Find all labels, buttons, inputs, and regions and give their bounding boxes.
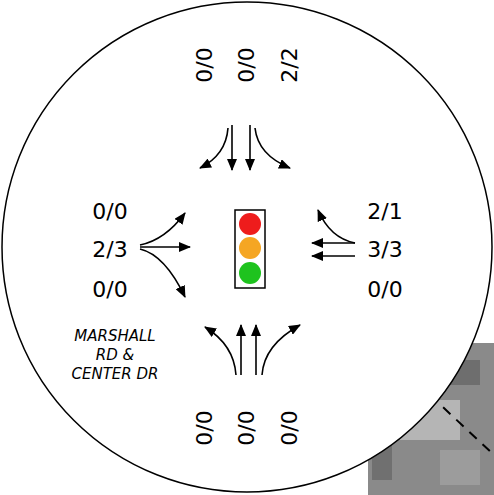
traffic-signal — [235, 210, 265, 288]
approach-count: 0/0 — [279, 410, 301, 445]
approach-count: 2/2 — [279, 47, 301, 82]
movement-arrows — [140, 125, 355, 375]
intersection-name: MARSHALL RD & CENTER DR — [69, 327, 161, 383]
approach-count: 0/0 — [194, 410, 216, 445]
approach-count: 0/0 — [92, 279, 127, 301]
approach-count: 2/3 — [92, 239, 127, 261]
approach-count: 2/1 — [367, 201, 402, 223]
approach-count: 0/0 — [194, 47, 216, 82]
approach-count: 3/3 — [367, 239, 402, 261]
approach-count: 0/0 — [236, 410, 258, 445]
approach-count: 0/0 — [236, 47, 258, 82]
approach-count: 0/0 — [367, 279, 402, 301]
approach-count: 0/0 — [92, 201, 127, 223]
